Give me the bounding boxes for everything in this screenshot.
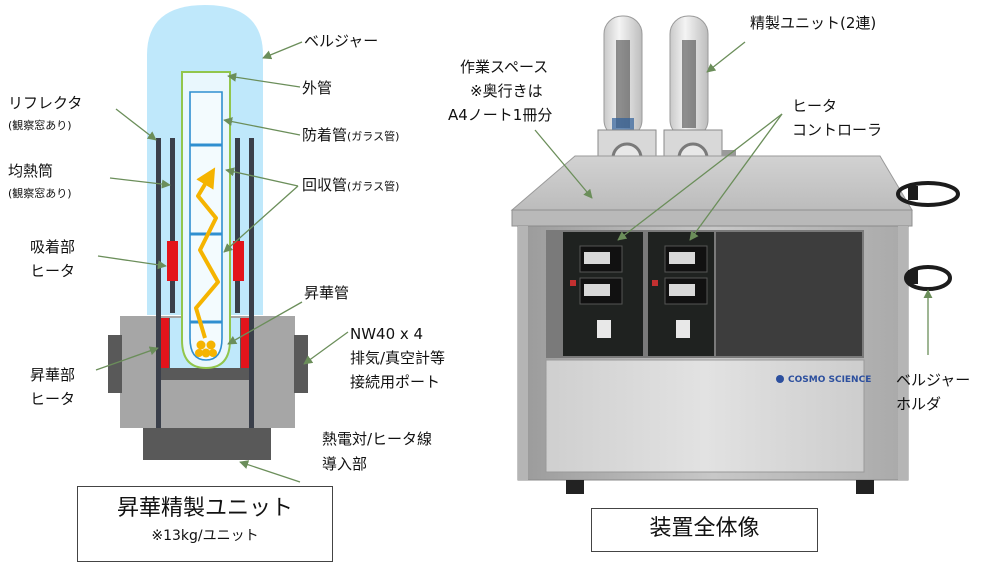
reflector-left <box>156 138 161 428</box>
label-port-3: 接続用ポート <box>350 373 441 391</box>
label-belljar-holder-1: ベルジャー <box>896 371 971 389</box>
label-soaking-cylinder-note: (観察窓あり) <box>8 187 72 200</box>
collection-tube <box>189 91 223 361</box>
label-belljar-holder-2: ホルダ <box>896 395 942 413</box>
device-title: 装置全体像 <box>649 516 760 541</box>
label-port-1: NW40 x 4 <box>350 325 424 343</box>
feedthrough-block <box>143 428 271 460</box>
belljar-holder-bottom <box>904 265 952 291</box>
label-bell-jar: ベルジャー <box>304 32 379 50</box>
side-port-left <box>108 335 122 393</box>
collection-tube-text: 回収管 <box>302 176 348 194</box>
label-soaking-cylinder: 均熱筒 <box>8 162 54 180</box>
label-thermocouple-1: 熱電対/ヒータ線 <box>322 430 433 448</box>
brand-logo-text: COSMO SCIENCE <box>788 375 872 385</box>
label-reflector: リフレクタ <box>8 94 83 112</box>
source-material <box>209 349 217 357</box>
top-plate <box>510 155 913 211</box>
label-collection-tube: 回収管(ガラス管) <box>302 176 399 196</box>
protection-tube-note: (ガラス管) <box>347 130 400 143</box>
vapor-flow-arrow <box>194 167 220 339</box>
soaking-right <box>235 138 240 313</box>
source-material <box>201 348 211 358</box>
lower-panel <box>545 359 865 473</box>
unit-caption-box: 昇華精製ユニット ※13kg/ユニット <box>77 486 333 562</box>
label-outer-tube: 外管 <box>302 79 333 97</box>
label-sublimation-heater-1: 昇華部 <box>30 366 76 384</box>
adsorption-heater-right <box>233 241 244 281</box>
unit-weight: ※13kg/ユニット <box>151 528 259 544</box>
adsorption-heater-left <box>167 241 178 281</box>
protection-tube-text: 防着管 <box>302 126 348 144</box>
label-sublimation-tube: 昇華管 <box>304 284 350 302</box>
label-protection-tube: 防着管(ガラス管) <box>302 126 399 146</box>
label-thermocouple-2: 導入部 <box>322 455 368 473</box>
side-port-right <box>294 335 308 393</box>
unit-title: 昇華精製ユニット <box>116 496 293 521</box>
collection-tube-note: (ガラス管) <box>347 180 400 193</box>
source-material <box>206 340 216 350</box>
label-purification-unit: 精製ユニット(2連) <box>750 14 877 32</box>
belljar-holder-top <box>896 181 960 207</box>
source-material <box>196 340 206 350</box>
label-workspace-2: ※奥行きは <box>470 82 543 100</box>
label-reflector-note: (観察窓あり) <box>8 119 72 132</box>
label-workspace-3: A4ノート1冊分 <box>448 106 553 124</box>
label-adsorption-heater-2: ヒータ <box>30 262 76 280</box>
label-heater-controller-2: コントローラ <box>792 121 883 139</box>
leader-lines-right <box>534 41 933 355</box>
device-illustration <box>510 15 960 494</box>
reflector-right <box>249 138 254 428</box>
sublimation-heater-left <box>160 318 169 368</box>
source-material <box>195 349 203 357</box>
label-port-2: 排気/真空計等 <box>350 349 446 367</box>
label-workspace-1: 作業スペース <box>460 58 549 76</box>
label-sublimation-heater-2: ヒータ <box>30 390 76 408</box>
sublimation-heater-right <box>241 318 250 368</box>
label-adsorption-heater-1: 吸着部 <box>30 238 76 256</box>
device-caption-box: 装置全体像 <box>591 508 818 552</box>
label-heater-controller-1: ヒータ <box>792 97 838 115</box>
leader-lines <box>95 41 349 483</box>
schematic <box>95 5 349 483</box>
soaking-left <box>170 138 175 313</box>
